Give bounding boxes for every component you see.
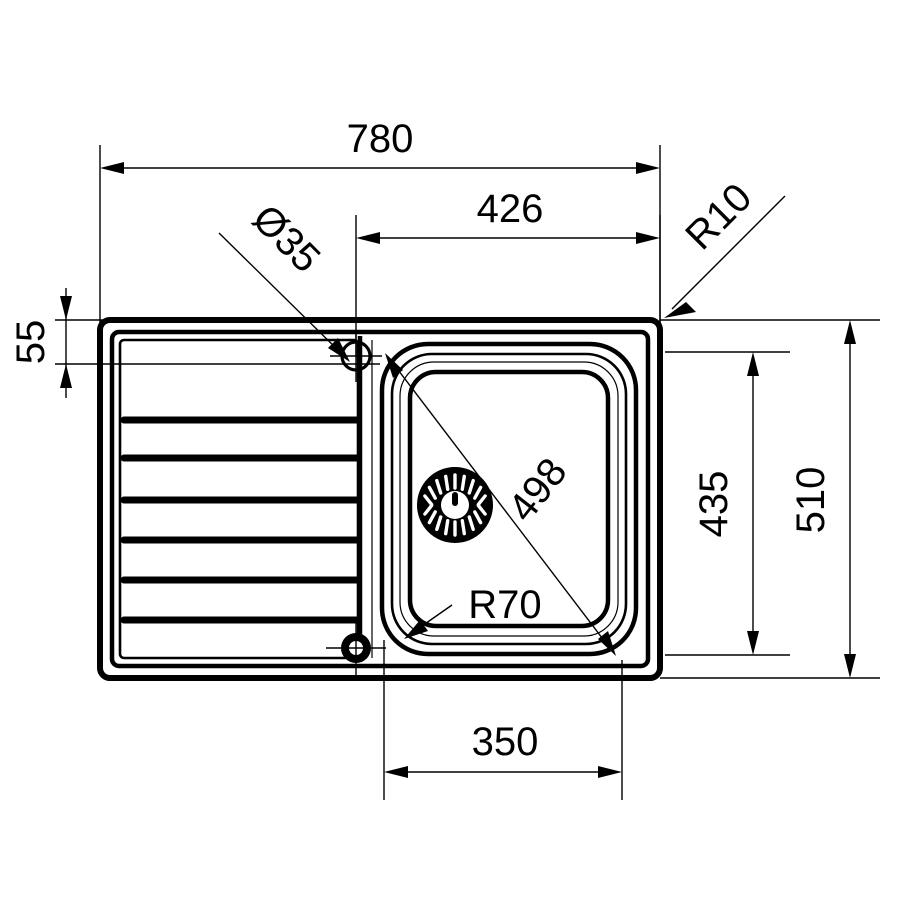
dimension-510: 510 — [789, 320, 856, 678]
dimension-55: 55 — [9, 296, 72, 388]
leader-diameter-35: Ø35 — [218, 197, 350, 362]
dimension-350: 350 — [384, 720, 622, 778]
sink-outer-frame — [97, 317, 663, 681]
drainboard-ribs — [120, 416, 362, 624]
dimension-426: 426 — [356, 187, 660, 244]
dim-label-55: 55 — [9, 320, 53, 365]
sink-bowl — [379, 341, 639, 657]
dim-label-435: 435 — [692, 471, 736, 538]
drain-slots — [423, 473, 487, 537]
bowl-ledge — [357, 336, 373, 662]
dim-label-350: 350 — [472, 720, 539, 764]
dim-label-r10: R10 — [677, 175, 760, 258]
dimension-435: 435 — [692, 352, 759, 655]
tap-hole-upper — [330, 330, 382, 382]
leader-radius-10: R10 — [664, 175, 786, 318]
dim-label-r70: R70 — [468, 583, 541, 627]
drain-strainer — [417, 467, 493, 543]
dim-label-426: 426 — [477, 187, 544, 231]
dim-label-510: 510 — [789, 467, 833, 534]
drainboard — [118, 338, 362, 660]
leader-radius-70: R70 — [404, 583, 542, 639]
tap-hole-lower — [326, 618, 386, 680]
dimension-780: 780 — [100, 117, 660, 174]
dim-label-d35: Ø35 — [244, 197, 329, 282]
dim-label-780: 780 — [347, 117, 414, 161]
